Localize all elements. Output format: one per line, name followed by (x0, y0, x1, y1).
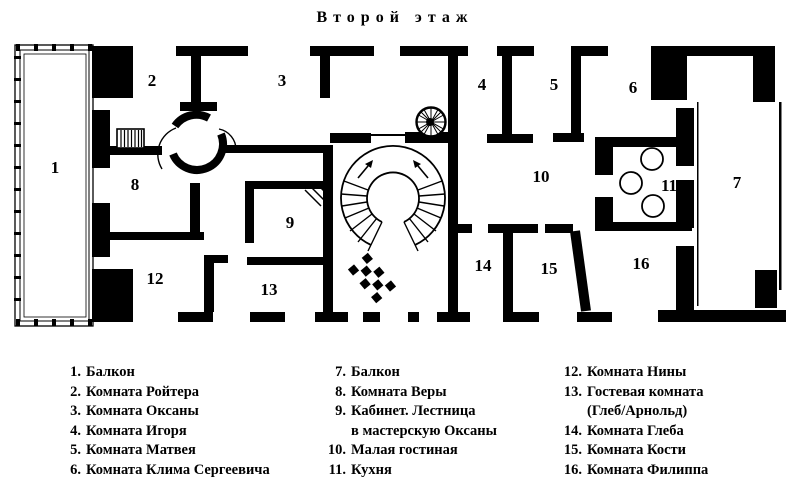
room-15-label: 15 (541, 259, 558, 278)
workshop-stairs (304, 181, 332, 207)
interior-walls (110, 56, 694, 312)
staircase-outer-arc (340, 145, 446, 246)
legend-item-2: 2.Комната Ройтера (70, 383, 200, 400)
kitchen-tables (619, 147, 665, 218)
legend-item-12: 12.Комната Нины (563, 364, 687, 380)
legend-column-1: 1.Балкон 2.Комната Ройтера 3.Комната Окс… (64, 363, 270, 480)
legend-item-6: 6.Комната Клима Сергеевича (70, 461, 270, 478)
legend-item-4: 4.Комната Игоря (70, 422, 187, 439)
floor-plan-drawing: 1 2 3 4 5 6 7 8 9 10 11 12 13 14 15 16 (14, 44, 786, 327)
legend-item-7: 7.Балкон (335, 364, 400, 380)
room-3-label: 3 (278, 71, 287, 90)
legend-item-9-line2: в мастерскую Оксаны (351, 422, 497, 439)
balcony-left-railing (14, 44, 94, 327)
room-labels: 1 2 3 4 5 6 7 8 9 10 11 12 13 14 15 16 (51, 71, 742, 299)
legend-item-13-line2: (Глеб/Арнольд) (587, 403, 688, 419)
door-arc-west (157, 127, 177, 170)
legend-column-2: 7.Балкон 8.Комната Веры 9.Кабинет. Лестн… (320, 363, 497, 480)
legend-item-8: 8.Комната Веры (335, 383, 447, 400)
legend-item-11: 11.Кухня (328, 461, 392, 478)
legend-item-10: 10.Малая гостиная (327, 442, 458, 458)
outer-walls (92, 46, 786, 322)
room-8-label: 8 (131, 175, 140, 194)
column-rosette (415, 106, 447, 138)
door-arc-east (218, 128, 237, 151)
legend-item-16: 16.Комната Филиппа (563, 461, 709, 478)
page-title: Второй этаж (316, 9, 474, 26)
checkered-floor-ornament (347, 252, 397, 304)
room-7-label: 7 (733, 173, 742, 192)
up-arrow-left (357, 160, 373, 179)
room-6-label: 6 (629, 78, 638, 97)
legend-item-3: 3.Комната Оксаны (70, 403, 199, 419)
circular-vestibule (157, 110, 237, 174)
room-9-label: 9 (286, 213, 295, 232)
legend-item-5: 5.Комната Матвея (70, 442, 196, 458)
room-1-label: 1 (51, 158, 60, 177)
room-5-label: 5 (550, 75, 559, 94)
staircase-treads-left (340, 180, 383, 252)
legend-item-1: 1.Балкон (70, 364, 135, 380)
up-arrow-right (413, 160, 429, 179)
room-2-label: 2 (148, 71, 157, 90)
balcony-right-edges (697, 102, 782, 306)
legend-item-14: 14.Комната Глеба (563, 422, 684, 439)
room-11-label: 11 (661, 176, 677, 195)
room-13-label: 13 (261, 280, 278, 299)
legend-item-13: 13.Гостевая комната (563, 383, 704, 400)
legend-item-9: 9.Кабинет. Лестница (335, 403, 476, 419)
staircase-treads-right (403, 180, 446, 252)
room-14-label: 14 (475, 256, 493, 275)
legend-column-3: 12.Комната Нины 13.Гостевая комната (Гле… (554, 363, 708, 480)
room-12-label: 12 (147, 269, 164, 288)
room-16-label: 16 (633, 254, 650, 273)
radiator (116, 128, 145, 149)
staircase-inner-arc (366, 171, 420, 223)
room-10-label: 10 (533, 167, 550, 186)
room-4-label: 4 (478, 75, 487, 94)
spiral-staircase (340, 145, 446, 252)
legend-item-15: 15.Комната Кости (563, 442, 687, 458)
